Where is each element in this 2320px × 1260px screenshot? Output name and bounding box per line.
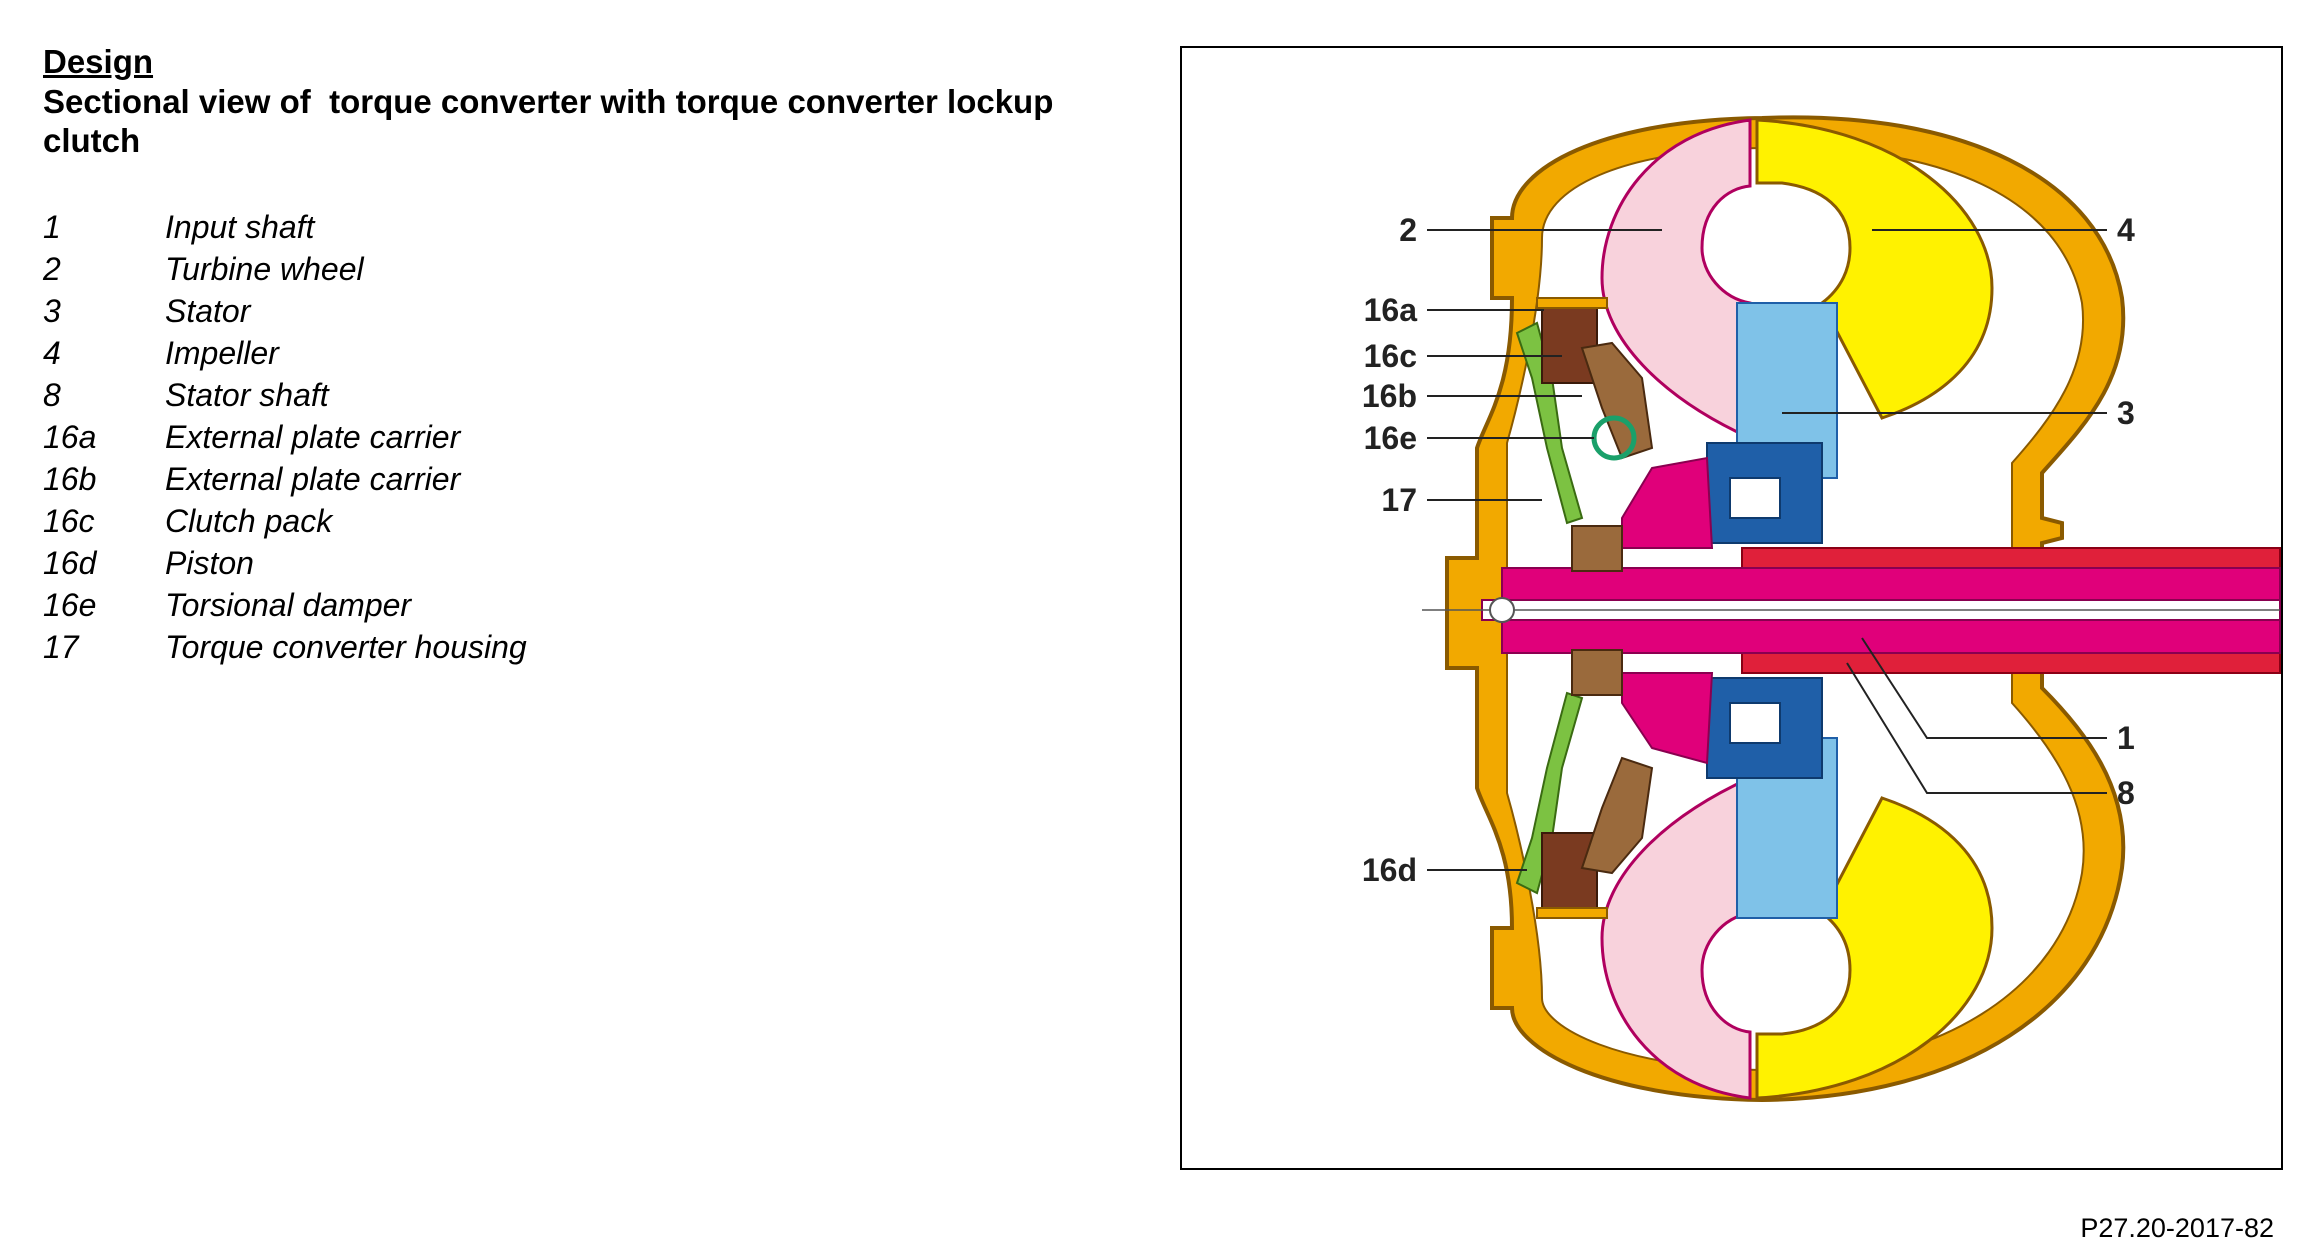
- figure-code: P27.20-2017-82: [2080, 1213, 2274, 1243]
- design-title: Design: [43, 43, 154, 80]
- callout-16a: 16a: [1364, 292, 1418, 328]
- legend-number: 2: [43, 251, 61, 287]
- legend-item: 1 Input shaft: [43, 206, 743, 248]
- turbine-hub-lower: [1621, 672, 1714, 765]
- legend-item: 8 Stator shaft: [43, 374, 743, 416]
- turbine-hub-upper: [1621, 456, 1714, 549]
- section-title: Sectional view of torque converter with …: [43, 83, 1063, 159]
- legend-item: 16c Clutch pack: [43, 500, 743, 542]
- legend-number: 16d: [43, 545, 97, 581]
- damper-hub-upper: [1571, 525, 1623, 572]
- stator-hub-window-lower: [1729, 702, 1781, 744]
- legend-label: Input shaft: [165, 209, 315, 245]
- legend-number: 16e: [43, 587, 97, 623]
- legend-item: 16a External plate carrier: [43, 416, 743, 458]
- leader-line-1: [1861, 637, 2107, 739]
- legend-label: Piston: [165, 545, 254, 581]
- turbine-wheel: [1600, 118, 1752, 441]
- legend-label: External plate carrier: [165, 461, 461, 497]
- legend-label: Turbine wheel: [165, 251, 364, 287]
- callout-16d: 16d: [1362, 852, 1417, 888]
- legend: 1 Input shaft 2 Turbine wheel 3 Stator 4…: [43, 206, 743, 668]
- callout-2: 2: [1399, 212, 1417, 248]
- legend-number: 16b: [43, 461, 97, 497]
- legend-number: 4: [43, 335, 61, 371]
- damper-hub-lower: [1571, 649, 1623, 696]
- legend-item: 16b External plate carrier: [43, 458, 743, 500]
- legend-number: 17: [43, 629, 79, 665]
- legend-number: 3: [43, 293, 61, 329]
- callout-16c: 16c: [1364, 338, 1417, 374]
- external-plate-carrier-upper: [1536, 297, 1608, 309]
- legend-item: 4 Impeller: [43, 332, 743, 374]
- legend-label: External plate carrier: [165, 419, 461, 455]
- legend-label: Impeller: [165, 335, 279, 371]
- legend-number: 1: [43, 209, 61, 245]
- legend-number: 8: [43, 377, 61, 413]
- torque-converter-diagram: 2 4 16a 16c 16b 16e 3 17 1 8 16d: [1362, 115, 2281, 1103]
- legend-item: 16e Torsional damper: [43, 584, 743, 626]
- legend-label: Torque converter housing: [165, 629, 527, 665]
- legend-label: Clutch pack: [165, 503, 333, 539]
- impeller: [1755, 118, 1994, 420]
- callout-1: 1: [2117, 720, 2135, 756]
- legend-label: Stator shaft: [165, 377, 329, 413]
- callout-16b: 16b: [1362, 378, 1417, 414]
- stator-hub-window-upper: [1729, 477, 1781, 519]
- pilot-bearing: [1489, 597, 1515, 623]
- callout-16e: 16e: [1364, 420, 1417, 456]
- legend-item: 3 Stator: [43, 290, 743, 332]
- legend-number: 16c: [43, 503, 95, 539]
- leader-lines: [1427, 229, 2107, 871]
- diagram-frame: 2 4 16a 16c 16b 16e 3 17 1 8 16d: [1180, 46, 2283, 1170]
- callout-17: 17: [1381, 482, 1417, 518]
- turbine-wheel-lower: [1600, 775, 1752, 1100]
- legend-number: 16a: [43, 419, 97, 455]
- external-plate-carrier-lower: [1536, 907, 1608, 919]
- leader-line-8: [1846, 662, 2107, 794]
- heading-block: Design Sectional view of torque converte…: [43, 42, 1103, 160]
- clutch-pack-lower: [1541, 832, 1598, 914]
- callout-8: 8: [2117, 775, 2135, 811]
- legend-item: 17 Torque converter housing: [43, 626, 743, 668]
- callout-4: 4: [2117, 212, 2135, 248]
- legend-item: 16d Piston: [43, 542, 743, 584]
- callout-3: 3: [2117, 395, 2135, 431]
- legend-label: Torsional damper: [165, 587, 412, 623]
- legend-item: 2 Turbine wheel: [43, 248, 743, 290]
- impeller-lower: [1755, 796, 1994, 1100]
- torsional-damper-lower: [1580, 756, 1654, 875]
- legend-label: Stator: [165, 293, 251, 329]
